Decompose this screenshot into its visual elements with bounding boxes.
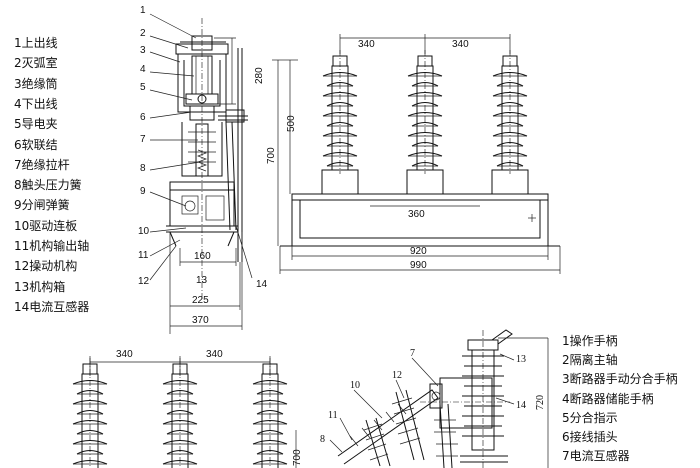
side-callout-13: 13 bbox=[196, 275, 208, 286]
bs-callout-8: 8 bbox=[320, 434, 325, 445]
legend-left-item-1: 1上出线 bbox=[14, 36, 58, 50]
side-callout-1: 1 bbox=[140, 5, 146, 16]
side-callout-4: 4 bbox=[140, 64, 146, 75]
side-dim-160: 160 bbox=[194, 251, 211, 262]
bs-callout-14: 14 bbox=[516, 400, 526, 411]
bs-callout-11: 11 bbox=[328, 410, 338, 421]
side-dim-370: 370 bbox=[192, 315, 209, 326]
bottom-front-view: 340 340 700 bbox=[72, 349, 303, 468]
side-view: 1 2 3 4 5 6 7 8 9 10 11 12 13 14 280 160… bbox=[138, 5, 268, 334]
front-view: 340 340 500 700 360 920 990 bbox=[266, 34, 561, 274]
side-dim-225: 225 bbox=[192, 295, 209, 306]
bottom-dim-340-b: 340 bbox=[206, 349, 223, 360]
legend-left-item-11: 11机构输出轴 bbox=[14, 239, 90, 253]
side-callout-14: 14 bbox=[256, 279, 268, 290]
side-callout-5: 5 bbox=[140, 82, 146, 93]
side-callout-2: 2 bbox=[140, 28, 146, 39]
legend-left-item-7: 7绝缘拉杆 bbox=[14, 157, 70, 172]
side-dim-280: 280 bbox=[254, 67, 265, 84]
legend-right-item-7: 7电流互感器 bbox=[562, 449, 630, 464]
side-callout-3: 3 bbox=[140, 45, 146, 56]
legend-left-item-14: 14电流互感器 bbox=[14, 299, 90, 314]
bottom-dim-700: 700 bbox=[292, 449, 303, 466]
bottom-pole-2 bbox=[162, 358, 198, 468]
front-pole-base-3 bbox=[491, 169, 529, 195]
legend-right-item-3: 3断路器手动分合手柄 bbox=[562, 372, 678, 387]
bs-callout-7: 7 bbox=[410, 348, 415, 359]
legend-right-item-5: 5分合指示 bbox=[562, 410, 618, 425]
front-dim-700: 700 bbox=[266, 147, 277, 164]
legend-right-item-2: 2隔离主轴 bbox=[562, 353, 618, 368]
side-callout-10: 10 bbox=[138, 226, 150, 237]
front-pole-3 bbox=[492, 50, 528, 174]
front-dim-340-a: 340 bbox=[358, 39, 375, 50]
legend-right-item-4: 4断路器储能手柄 bbox=[562, 391, 654, 406]
legend-left-item-3: 3绝缘筒 bbox=[14, 76, 58, 91]
bottom-pole-3 bbox=[252, 358, 288, 468]
front-dim-990: 990 bbox=[410, 260, 427, 271]
front-dim-920: 920 bbox=[410, 246, 427, 257]
side-callout-8: 8 bbox=[140, 163, 146, 174]
front-dim-360: 360 bbox=[408, 209, 425, 220]
legend-left-item-5: 5导电夹 bbox=[14, 117, 58, 132]
bottom-dim-340-a: 340 bbox=[116, 349, 133, 360]
legend-left-item-10: 10驱动连板 bbox=[14, 218, 78, 233]
front-pole-base-1 bbox=[321, 169, 359, 195]
side-callout-11: 11 bbox=[138, 250, 149, 261]
front-dim-500: 500 bbox=[286, 115, 297, 132]
front-dim-340-b: 340 bbox=[452, 39, 469, 50]
bs-callout-12: 12 bbox=[392, 370, 402, 381]
side-callout-9: 9 bbox=[140, 186, 146, 197]
legend-left-item-4: 4下出线 bbox=[14, 96, 58, 111]
bottom-pole-1 bbox=[72, 358, 108, 468]
bottom-side-view: 7 10 12 11 8 13 14 720 bbox=[320, 329, 549, 468]
bs-callout-10: 10 bbox=[350, 380, 360, 391]
legend-right-item-6: 6接线插头 bbox=[562, 430, 618, 444]
legend-left-item-9: 9分闸弹簧 bbox=[14, 198, 70, 213]
legend-right-item-1: 1操作手柄 bbox=[562, 334, 618, 348]
side-callout-6: 6 bbox=[140, 112, 146, 123]
front-pole-base-2 bbox=[406, 169, 444, 195]
legend-left-item-2: 2灭弧室 bbox=[14, 56, 58, 71]
bs-dim-720: 720 bbox=[535, 395, 546, 410]
side-callout-7: 7 bbox=[140, 134, 146, 145]
legend-left-item-12: 12操动机构 bbox=[14, 259, 78, 274]
legend-left-item-8: 8触头压力簧 bbox=[14, 178, 82, 193]
side-callout-12: 12 bbox=[138, 276, 150, 287]
legend-left-item-13: 13机构箱 bbox=[14, 279, 66, 294]
front-pole-2 bbox=[407, 50, 443, 174]
bs-callout-13: 13 bbox=[516, 354, 526, 365]
front-pole-1 bbox=[322, 50, 358, 174]
legend-left-item-6: 6软联结 bbox=[14, 137, 58, 152]
